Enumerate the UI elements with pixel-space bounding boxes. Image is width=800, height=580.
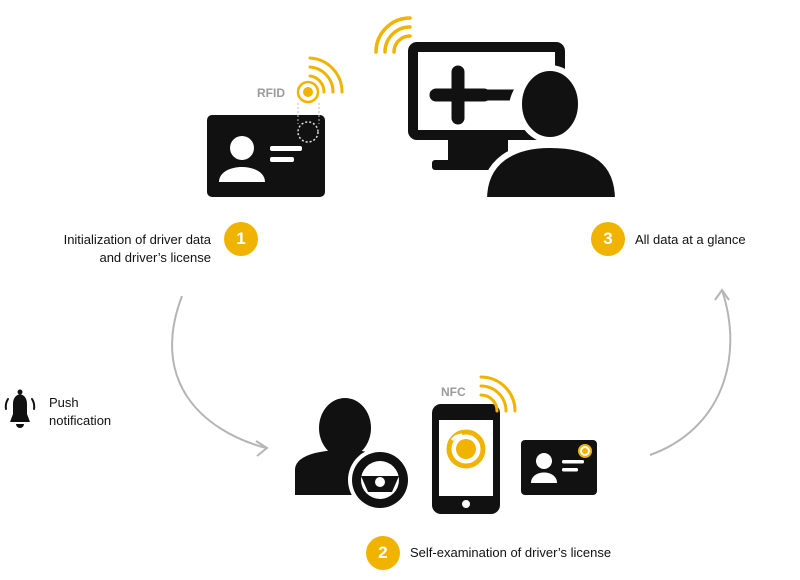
step-1-label-line-2: and driver’s license bbox=[99, 250, 211, 265]
rfid-label: RFID bbox=[257, 86, 285, 100]
step-1-badge: 1 bbox=[224, 222, 258, 256]
push-notification-line-2: notification bbox=[49, 413, 112, 428]
step-3-badge: 3 bbox=[591, 222, 625, 256]
user-icon bbox=[480, 65, 622, 203]
step-2-badge: 2 bbox=[366, 536, 400, 570]
step-2-label: Self-examination of driver’s license bbox=[410, 545, 612, 560]
flow-arrow-2-to-3 bbox=[649, 288, 732, 456]
flow-arrow-1-to-2 bbox=[171, 295, 269, 457]
bell-icon bbox=[4, 389, 36, 428]
step-1-label: Initialization of driver data and driver… bbox=[64, 231, 211, 267]
rfid-signal-icon bbox=[308, 56, 344, 94]
step-3-label: All data at a glance bbox=[635, 232, 746, 247]
rfid-chip-icon bbox=[296, 80, 320, 143]
dashboard-signal-icon bbox=[374, 16, 412, 54]
small-license-card-icon bbox=[521, 440, 597, 495]
step-1-label-line-1: Initialization of driver data bbox=[63, 232, 211, 247]
nfc-signal-icon bbox=[479, 375, 517, 413]
smartphone-icon bbox=[432, 404, 500, 514]
driver-license-card-icon bbox=[207, 115, 325, 197]
push-notification-label: Push notification bbox=[49, 394, 111, 430]
nfc-label: NFC bbox=[441, 385, 466, 399]
steering-wheel-icon bbox=[348, 448, 412, 512]
push-notification-line-1: Push bbox=[49, 395, 79, 410]
